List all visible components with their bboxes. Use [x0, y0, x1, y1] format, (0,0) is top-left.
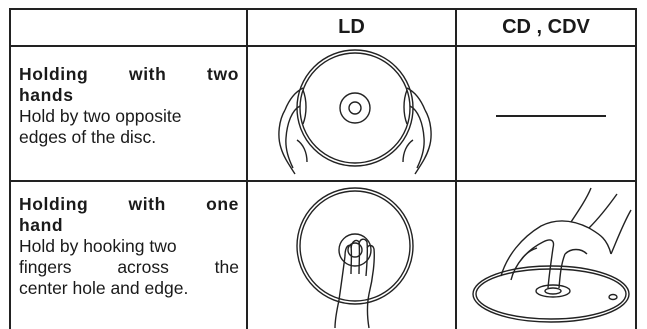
row-body-line: edges of the disc.: [19, 127, 157, 147]
header-ld: LD: [338, 16, 365, 38]
not-applicable-dash: [496, 115, 606, 117]
header-divider: [9, 45, 637, 47]
row-title-line: hand: [19, 215, 64, 235]
row-divider: [9, 180, 637, 182]
row-two-hands-description: Holding with two hands Hold by two oppos…: [19, 64, 239, 148]
one-hand-holding-ld-icon: [296, 187, 414, 329]
hand-holding-cd-icon: [472, 187, 632, 323]
row-body-line: Hold by hooking two: [19, 236, 177, 256]
header-cd-cdv: CD , CDV: [502, 16, 590, 38]
two-hands-holding-ld-icon: [278, 49, 432, 175]
row-title-line: hands: [19, 85, 74, 105]
disc-handling-table: LD CD , CDV Holding with two hands Hold …: [9, 8, 637, 329]
table-border-top: [9, 8, 637, 10]
row-body-line: center hole and edge.: [19, 278, 189, 298]
column-divider-2: [455, 8, 457, 329]
row-body-line: fingers across the: [19, 257, 239, 277]
row-body-line: Hold by two opposite: [19, 106, 182, 126]
table-border-left: [9, 8, 11, 329]
row-one-hand-description: Holding with one hand Hold by hooking tw…: [19, 194, 239, 299]
row-title-line: Holding with one: [19, 194, 239, 214]
table-border-right: [635, 8, 637, 329]
row-title-line: Holding with two: [19, 64, 239, 84]
column-divider-1: [246, 8, 248, 329]
